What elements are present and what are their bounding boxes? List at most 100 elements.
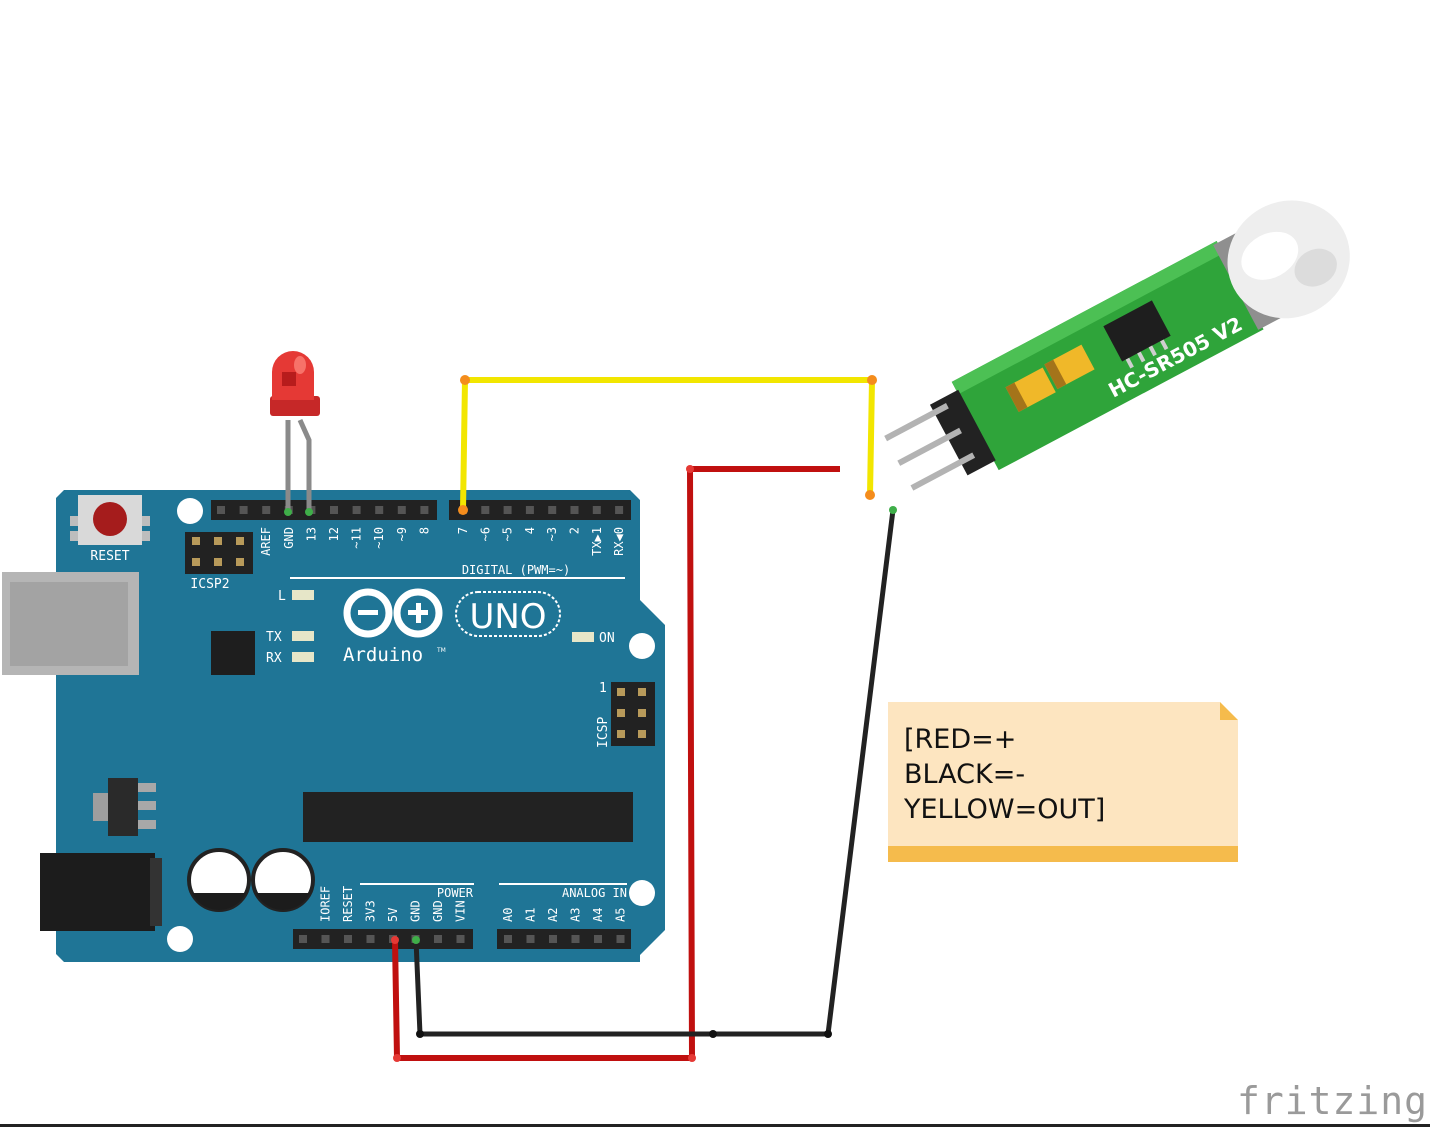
led-rx-label: RX [266, 651, 282, 666]
digital-pin-label: 13 [304, 527, 318, 541]
digital-header-right [449, 500, 631, 520]
legend-note: [RED=+ BLACK=- YELLOW=OUT] [888, 702, 1238, 862]
header-pin-hole [481, 506, 490, 514]
digital-pin-label: ~10 [372, 527, 386, 549]
analog-pin-label: A4 [591, 908, 605, 922]
arduino-tm: TM [436, 647, 446, 654]
power-pin-label: VIN [454, 900, 468, 922]
red-led [270, 351, 320, 516]
sensor-pin [884, 403, 949, 442]
power-jack [40, 853, 162, 931]
sensor-pcb [951, 241, 1264, 471]
power-pin-label: 3V3 [364, 900, 378, 922]
digital-pin-label: ~11 [350, 527, 364, 549]
note-line-black: BLACK=- [904, 759, 1026, 790]
uno-model: UNO [469, 597, 546, 637]
power-pin-label: 5V [386, 908, 400, 922]
led-tx [292, 631, 314, 641]
mounting-hole [629, 880, 655, 906]
voltage-regulator [93, 778, 156, 836]
digital-header-left [211, 500, 437, 520]
header-pin-hole [299, 935, 307, 943]
led-l-label: L [278, 589, 286, 604]
icsp-label: ICSP [596, 717, 611, 748]
power-pin-label: RESET [341, 886, 355, 922]
analog-pin-label: A5 [614, 908, 628, 922]
sensor-pin [910, 452, 976, 491]
header-pin-hole [549, 935, 557, 943]
capacitor [187, 848, 251, 912]
icsp2-label: ICSP2 [190, 577, 229, 592]
note-text: [RED=+ BLACK=- YELLOW=OUT] [904, 722, 1105, 827]
note-line-red: [RED=+ [904, 724, 1017, 755]
analog-pin-label: A3 [569, 908, 583, 922]
note-line-yellow: YELLOW=OUT] [904, 794, 1106, 825]
header-pin-hole [397, 506, 406, 514]
power-section-label: POWER [437, 886, 474, 900]
mounting-hole [167, 926, 193, 952]
digital-pin-label: ~6 [478, 527, 492, 541]
digital-section-label: DIGITAL (PWM=~) [462, 563, 570, 577]
header-pin-hole [616, 935, 625, 943]
header-pin-hole [321, 935, 330, 943]
icsp-pin1-label: 1 [599, 681, 607, 696]
digital-pin-label: 2 [568, 527, 582, 534]
digital-pin-label: TX▶1 [590, 527, 604, 556]
digital-pin-label: 12 [327, 527, 341, 541]
header-pin-hole [548, 506, 557, 514]
bottom-border [0, 1124, 1430, 1127]
digital-pin-label: ~9 [395, 527, 409, 541]
led-rx [292, 652, 314, 662]
header-pin-hole [615, 506, 624, 514]
digital-pin-label: 4 [523, 527, 537, 534]
board-pcb [56, 490, 665, 962]
header-pin-hole [504, 935, 512, 943]
arduino-wordmark: Arduino [343, 644, 423, 666]
header-pin-hole [420, 506, 429, 514]
power-header [293, 929, 473, 949]
header-pin-hole [262, 506, 271, 514]
led-l [292, 590, 314, 600]
led-on-label: ON [599, 631, 615, 646]
wire-black-gnd [412, 506, 897, 1038]
analog-pin-label: A1 [524, 908, 538, 922]
header-pin-hole [434, 935, 442, 943]
header-pin-hole [525, 506, 534, 514]
header-pin-hole [570, 506, 579, 514]
mounting-hole [177, 498, 203, 524]
header-pin-hole [330, 506, 338, 514]
header-pin-hole [366, 935, 375, 943]
usb-chip [211, 631, 255, 675]
capacitor [251, 848, 315, 912]
pir-sensor-hc-sr505: HC-SR505 V2 [884, 200, 1350, 491]
icsp2-header [185, 532, 253, 574]
digital-pin-label: 7 [456, 527, 470, 534]
mounting-hole [629, 633, 655, 659]
note-band [888, 846, 1238, 862]
header-pin-hole [526, 935, 535, 943]
header-pin-hole [344, 935, 352, 943]
analog-pin-label: A2 [546, 908, 560, 922]
power-pin-label: GND [431, 900, 445, 922]
analog-pin-label: A0 [501, 908, 515, 922]
header-pin-hole [239, 506, 248, 514]
led-tx-label: TX [266, 630, 282, 645]
uno-badge [455, 591, 561, 637]
digital-pin-label: RX◀0 [612, 527, 626, 556]
header-pin-hole [571, 935, 580, 943]
digital-pin-label: ~5 [501, 527, 515, 541]
header-pin-hole [375, 506, 384, 514]
analog-section-label: ANALOG IN [562, 886, 627, 900]
reset-label: RESET [90, 549, 129, 564]
fritzing-watermark: fritzing [1236, 1079, 1428, 1123]
digital-pin-label: 8 [417, 527, 431, 534]
analog-header [497, 929, 631, 949]
header-pin-hole [592, 506, 601, 514]
wire-red-vcc [391, 465, 840, 1062]
power-pin-label: IOREF [319, 886, 333, 922]
header-pin-hole [456, 935, 465, 943]
note-fold [1220, 702, 1238, 720]
digital-pin-label: AREF [259, 527, 273, 556]
header-pin-hole [594, 935, 602, 943]
